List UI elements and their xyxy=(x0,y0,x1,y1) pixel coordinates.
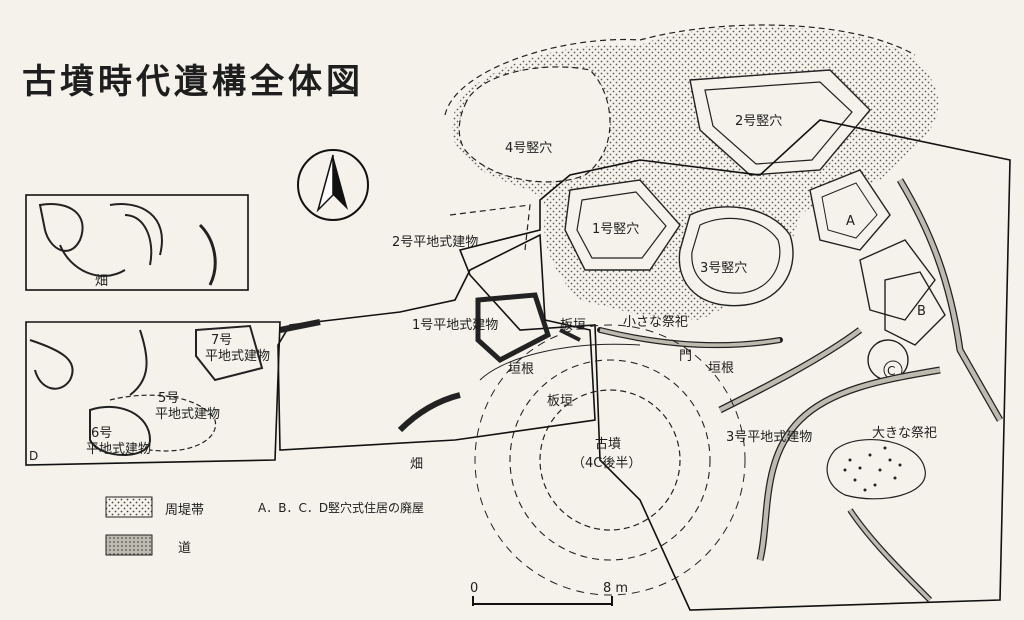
label-pit-a: A xyxy=(846,214,855,229)
label-d: D xyxy=(29,449,38,463)
label-b5-num: 5号 xyxy=(158,391,179,406)
label-big-ritual: 大きな祭祀 xyxy=(872,426,937,441)
label-gate: 門 xyxy=(679,349,692,364)
label-itagaki-top: 板垣 xyxy=(560,318,586,333)
scale-start: 0 xyxy=(470,581,478,596)
label-pit1: 1号竪穴 xyxy=(592,222,639,237)
legend-moat-label: 周堤帯 xyxy=(165,503,205,518)
label-b6-num: 6号 xyxy=(91,426,112,441)
label-itagaki-mid: 板垣 xyxy=(547,394,573,409)
label-pit2: 2号竪穴 xyxy=(735,114,782,129)
label-pit4: 4号竪穴 xyxy=(505,141,552,156)
ritual-scatter xyxy=(843,446,902,492)
label-pit3: 3号竪穴 xyxy=(700,261,747,276)
label-kakine-left: 垣根 xyxy=(508,362,534,377)
label-b7-num: 7号 xyxy=(211,333,232,348)
label-pit-c: C xyxy=(887,364,895,378)
label-kakine-right: 垣根 xyxy=(708,361,734,376)
label-b7-name: 平地式建物 xyxy=(205,349,270,364)
label-field-bottom: 畑 xyxy=(410,457,423,472)
legend-moat-swatch xyxy=(105,496,153,518)
scale-bar: 0 8 m xyxy=(470,581,628,606)
label-b5-name: 平地式建物 xyxy=(155,407,220,422)
label-kofun-date: （4C後半） xyxy=(572,456,641,471)
scale-end: 8 m xyxy=(603,581,628,596)
label-kofun: 古墳 xyxy=(595,437,621,452)
legend-road-swatch xyxy=(105,534,153,556)
label-small-ritual: 小さな祭祀 xyxy=(623,315,688,330)
legend-note: A．B．C．D竪穴式住居の廃屋 xyxy=(258,501,425,515)
map-title: 古墳時代遺構全体図 xyxy=(22,62,364,102)
north-arrow-icon xyxy=(297,149,369,221)
legend-road-label: 道 xyxy=(178,541,192,556)
label-ground2: 2号平地式建物 xyxy=(392,235,478,250)
label-pit-b: B xyxy=(917,304,926,319)
label-b6-name: 平地式建物 xyxy=(86,442,151,457)
label-ground1: 1号平地式建物 xyxy=(412,318,498,333)
label-ground3: 3号平地式建物 xyxy=(726,430,812,445)
label-field-top: 畑 xyxy=(95,274,108,289)
